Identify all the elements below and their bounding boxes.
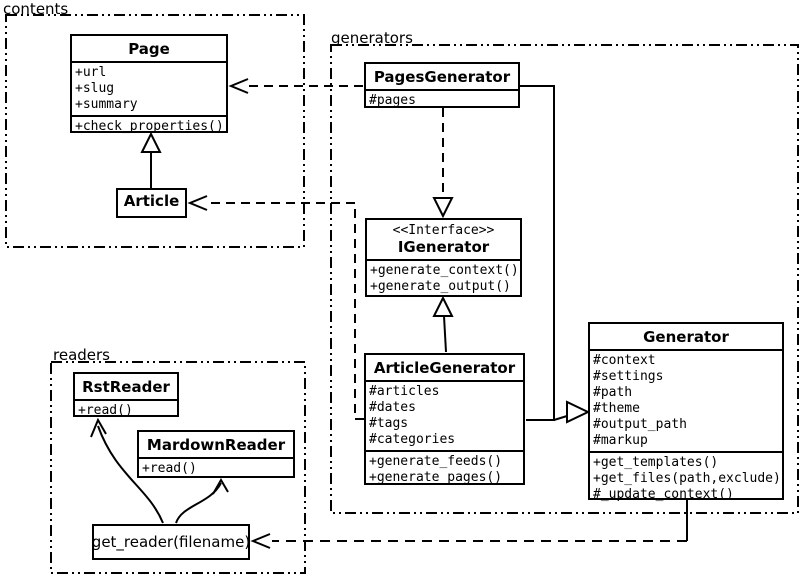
class-articlegenerator-methods: +generate_feeds() +generate_pages() — [366, 450, 523, 488]
package-border-contents — [5, 14, 305, 248]
class-articlegenerator-name: ArticleGenerator — [373, 359, 516, 377]
edge-getreader-mardownreader — [175, 478, 229, 524]
class-generator-methods: +get_templates() +get_files(path,exclude… — [590, 451, 782, 505]
package-label-readers: readers — [53, 346, 110, 364]
edge-getreader-rstreader — [90, 417, 164, 524]
class-pagesgenerator-name: PagesGenerator — [373, 68, 511, 86]
class-pagesgenerator-attributes: #pages — [366, 89, 518, 111]
edge-articlegenerator-igenerator-realization — [432, 295, 454, 353]
class-igenerator-stereotype: <<Interface>> — [392, 223, 495, 238]
package-border-readers — [50, 361, 306, 574]
edge-generator-getreader-dependency — [250, 500, 688, 549]
function-get-reader: get_reader(filename) — [92, 524, 250, 560]
class-mardownreader-methods: +read() — [139, 457, 293, 479]
class-generator-name: Generator — [643, 328, 729, 346]
edge-article-page-generalization — [140, 131, 162, 188]
package-label-contents: contents — [3, 0, 69, 18]
class-article: Article — [116, 188, 187, 218]
class-igenerator: <<Interface>> IGenerator +generate_conte… — [365, 218, 522, 297]
class-pagesgenerator: PagesGenerator #pages — [364, 62, 520, 108]
class-article-name: Article — [123, 192, 180, 210]
function-get-reader-label: get_reader(filename) — [91, 533, 251, 551]
class-articlegenerator-attributes: #articles #dates #tags #categories — [366, 380, 523, 450]
class-generator-attributes: #context #settings #path #theme #output_… — [590, 349, 782, 451]
class-igenerator-name: IGenerator — [397, 238, 490, 256]
edge-pagesgenerator-igenerator-realization — [432, 108, 454, 219]
edge-pagesgenerator-page-dependency — [228, 78, 363, 94]
class-generator: Generator #context #settings #path #them… — [588, 322, 784, 502]
edge-generators-generator-generalization — [519, 85, 591, 424]
class-igenerator-methods: +generate_context() +generate_output() — [367, 259, 520, 297]
package-border-generators — [330, 44, 799, 514]
package-label-generators: generators — [331, 29, 413, 47]
class-articlegenerator: ArticleGenerator #articles #dates #tags … — [364, 353, 525, 485]
class-page-attributes: +url +slug +summary — [72, 61, 226, 115]
class-rstreader-name: RstReader — [82, 378, 170, 396]
class-rstreader: RstReader +read() — [73, 372, 179, 418]
class-rstreader-methods: +read() — [75, 399, 177, 421]
class-page-methods: +check_properties() — [72, 115, 226, 137]
class-page-name: Page — [128, 40, 170, 58]
class-page: Page +url +slug +summary +check_properti… — [70, 34, 228, 134]
class-mardownreader: MardownReader +read() — [137, 430, 295, 478]
class-mardownreader-name: MardownReader — [146, 436, 286, 454]
edge-articlegenerator-article-dependency — [187, 195, 364, 420]
